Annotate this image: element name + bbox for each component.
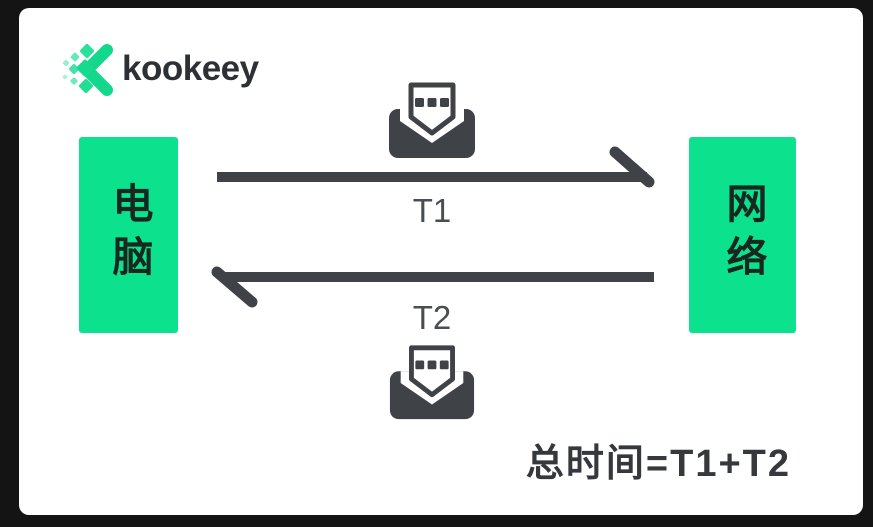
logo-wordmark: kookeey bbox=[122, 49, 259, 88]
node-computer: 电脑 bbox=[79, 137, 178, 333]
diagram-card: kookeey 电脑 网络 T1 bbox=[19, 8, 863, 515]
mail-envelope-icon-bottom bbox=[389, 345, 475, 420]
arrow-right-t1 bbox=[217, 146, 655, 188]
mail-envelope-icon-top bbox=[389, 82, 475, 158]
t1-label: T1 bbox=[412, 192, 452, 229]
t2-label: T2 bbox=[412, 299, 452, 336]
total-time-formula: 总时间=T1+T2 bbox=[525, 443, 791, 485]
node-computer-label: 电脑 bbox=[106, 182, 152, 288]
arrow-left-t2 bbox=[211, 266, 654, 308]
node-network-label: 网络 bbox=[720, 182, 766, 288]
kookeey-logo-icon bbox=[62, 44, 113, 96]
node-network: 网络 bbox=[689, 137, 796, 333]
kookeey-logo: kookeey bbox=[57, 42, 259, 96]
